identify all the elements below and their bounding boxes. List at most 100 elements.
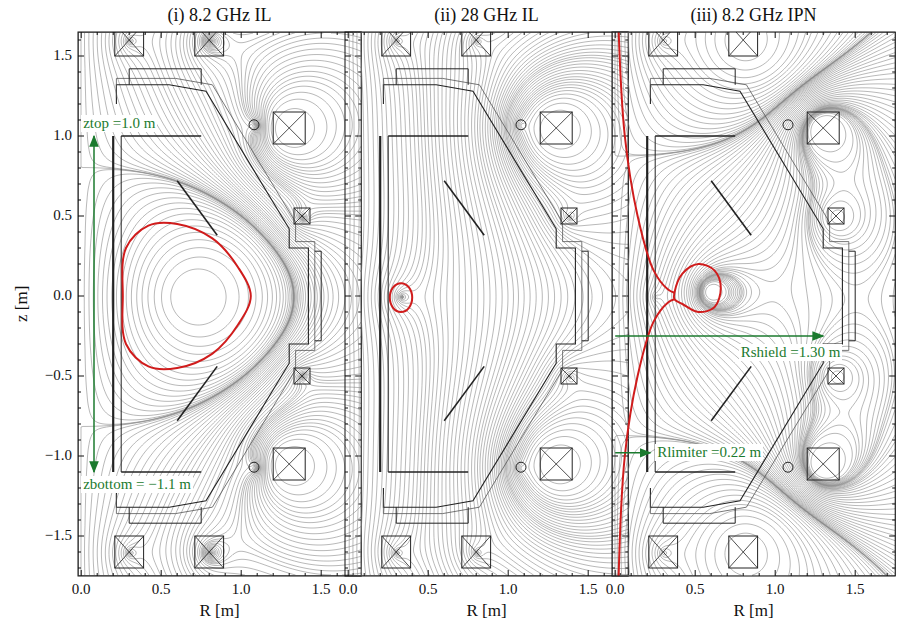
baffle <box>655 471 735 473</box>
flux-line <box>78 32 361 576</box>
vessel-wall <box>650 78 848 513</box>
dimension-label: zbottom = −1.1 m <box>81 476 193 493</box>
flux-line <box>78 32 361 576</box>
flux-contours <box>78 32 361 576</box>
flux-line <box>78 32 345 576</box>
dimension-arrow <box>93 136 95 472</box>
tick-label: 0.5 <box>686 581 705 598</box>
flux-line <box>500 41 628 554</box>
flux-line <box>512 71 628 524</box>
axis-ticks <box>345 32 628 576</box>
flux-line <box>395 32 629 576</box>
flux-line <box>78 32 361 576</box>
flux-line <box>391 32 628 576</box>
flux-line <box>509 64 628 530</box>
port-window <box>582 251 588 341</box>
tick-label: 1.0 <box>232 581 251 598</box>
coil-cross <box>729 32 758 56</box>
flux-line <box>357 32 628 576</box>
flux-line <box>692 100 895 493</box>
flux-line <box>78 32 317 576</box>
port <box>663 69 735 85</box>
flux-line <box>684 91 895 503</box>
flux-line <box>78 32 311 576</box>
coil-symbol <box>561 208 577 224</box>
flux-line <box>492 32 628 574</box>
coil-cross <box>294 208 310 224</box>
flux-line <box>78 32 351 576</box>
flux-line <box>401 32 628 576</box>
tick-label: 0.0 <box>339 581 358 598</box>
separatrix-line <box>618 32 674 293</box>
coil-symbol <box>462 536 491 568</box>
flux-line <box>475 32 628 576</box>
flux-line <box>516 79 629 514</box>
flux-line <box>468 32 628 576</box>
axis-title: R [m] <box>467 601 507 621</box>
coil-box <box>273 448 305 480</box>
coil-symbol <box>649 536 678 568</box>
flux-line <box>501 45 628 549</box>
dimension-label: ztop =1.0 m <box>81 115 157 132</box>
tick-label: 1.0 <box>766 581 785 598</box>
coil-cross <box>273 448 305 480</box>
port-window <box>849 251 855 341</box>
dimension-arrow <box>615 452 650 454</box>
coil-symbol <box>540 448 572 480</box>
panel-title: (ii) 28 GHz IL <box>434 5 538 26</box>
coil-cross <box>195 536 224 568</box>
flux-line <box>471 32 628 576</box>
flux-line <box>505 55 628 538</box>
flux-line <box>401 32 628 576</box>
flux-line <box>700 108 894 486</box>
flux-line <box>646 37 896 555</box>
plot-panel <box>78 24 362 576</box>
flux-line <box>162 257 240 337</box>
flux-line <box>612 32 895 576</box>
tick-label: 1.5 <box>846 581 865 598</box>
flux-line <box>78 32 298 576</box>
port-window <box>315 251 321 341</box>
flux-line <box>78 32 301 576</box>
flux-line <box>612 32 895 576</box>
center-stack <box>379 136 381 472</box>
coil-box <box>828 208 844 224</box>
flux-line <box>508 61 629 534</box>
flux-line <box>78 32 296 576</box>
flux-line <box>381 32 628 576</box>
flux-line <box>78 32 361 576</box>
flux-line <box>612 32 895 576</box>
tick-label: 1.0 <box>499 581 518 598</box>
flux-contours <box>349 32 628 576</box>
center-stack <box>121 136 122 472</box>
coil-ring <box>783 462 793 472</box>
flux-line <box>654 58 896 536</box>
flux-line <box>488 32 628 576</box>
flux-line <box>142 232 262 361</box>
flux-line <box>652 53 895 541</box>
tick-label: 1.5 <box>312 581 331 598</box>
flux-line <box>640 32 895 565</box>
flux-line <box>694 102 895 492</box>
flux-line <box>78 32 295 576</box>
flux-line <box>612 32 895 576</box>
flux-line <box>78 32 294 576</box>
port <box>396 507 468 523</box>
coil-box <box>462 536 491 568</box>
flux-contours <box>612 32 895 576</box>
flux-line <box>116 203 283 391</box>
baffle <box>711 366 751 420</box>
center-stack <box>655 136 656 472</box>
flux-line <box>78 32 295 576</box>
flux-line <box>623 32 895 576</box>
flux-line <box>612 32 895 576</box>
flux-line <box>78 32 361 576</box>
flux-line <box>691 98 895 495</box>
flux-line <box>78 32 361 576</box>
tick-label: 0.0 <box>53 287 72 304</box>
flux-line <box>78 32 361 576</box>
flux-line <box>371 32 628 576</box>
flux-line <box>78 32 328 576</box>
coil-box <box>540 448 572 480</box>
